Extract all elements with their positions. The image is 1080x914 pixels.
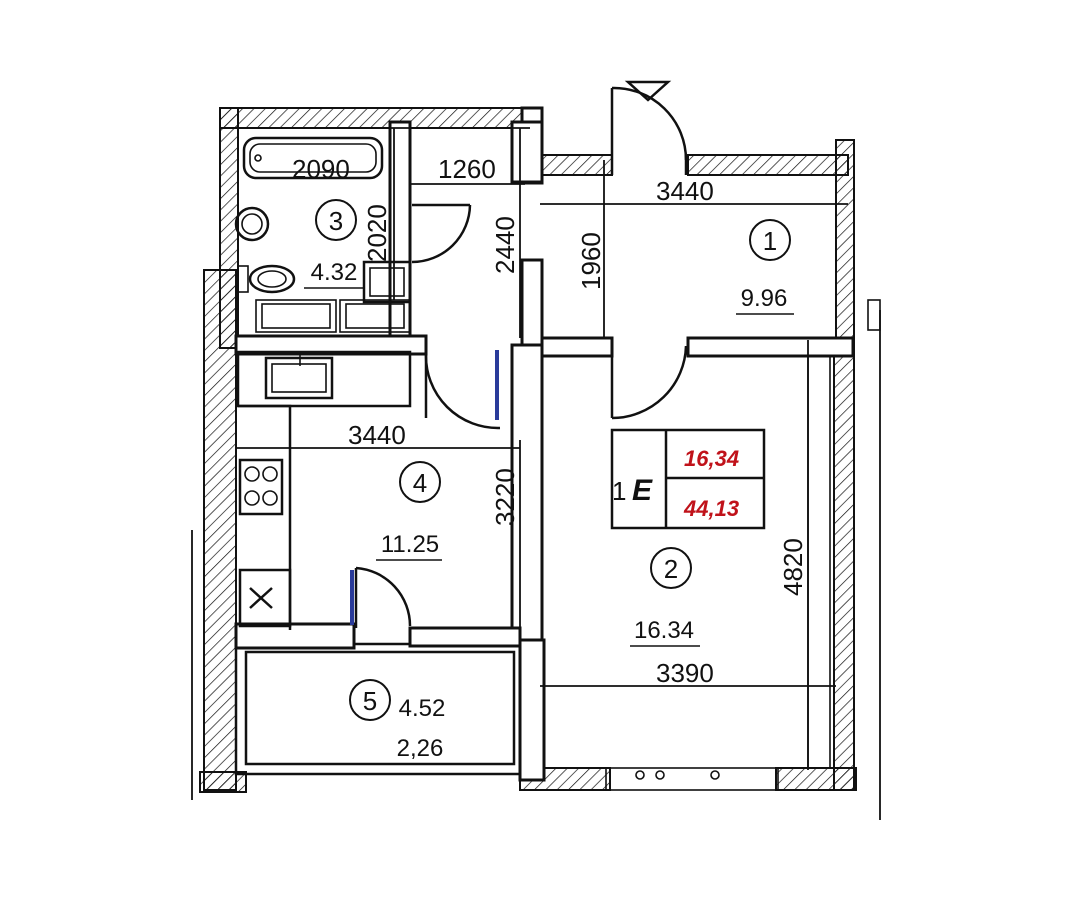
room-5-marker: [349, 679, 391, 721]
dim-room1-width: 3440: [656, 176, 714, 206]
doors: [354, 80, 688, 628]
legend-type-letter: E: [632, 474, 653, 507]
dim-room1-height: 1960: [576, 232, 606, 290]
dim-room2-width: 3390: [656, 658, 714, 688]
toilet-icon: [237, 264, 296, 294]
bathtub-icon: [242, 136, 384, 180]
room-1-marker: [749, 219, 791, 261]
apartment-legend: 1 E 16,34 44,13: [610, 428, 766, 530]
room-1-number: 1: [763, 226, 777, 256]
sink-icon: [234, 206, 270, 242]
room-2-marker: [650, 547, 692, 589]
dim-kitchen-width: 3440: [348, 420, 406, 450]
legend-total-area: 44,13: [683, 496, 739, 521]
washing-machine-icon: [362, 260, 412, 304]
room-5-area: 4.52: [399, 695, 446, 722]
dim-room2-height: 4820: [778, 538, 808, 596]
fridge-icon: [238, 568, 292, 628]
room-2-number: 2: [664, 554, 678, 584]
room-1-area: 9.96: [741, 285, 788, 312]
room-4-number: 4: [413, 468, 427, 498]
dim-corridor-width: 1260: [438, 154, 496, 184]
room-5-reduced-area: 2,26: [397, 735, 444, 762]
legend-living-area: 16,34: [684, 446, 739, 471]
room-3-area: 4.32: [311, 259, 358, 286]
fixtures: [234, 136, 412, 630]
room-3-number: 3: [329, 206, 343, 236]
room-3-marker: [315, 199, 357, 241]
kitchen-sink-icon: [264, 356, 334, 400]
dimension-lines: [191, 127, 881, 820]
windows: [350, 299, 881, 791]
dim-bath-height: 2020: [362, 204, 392, 262]
legend-type-number: 1: [612, 476, 626, 506]
room-5-number: 5: [363, 686, 377, 716]
room-4-marker: [399, 461, 441, 503]
stove-icon: [238, 458, 284, 516]
interior-walls: [234, 120, 855, 782]
dim-corridor-height: 2440: [490, 216, 520, 274]
entrance-marker-icon: [624, 80, 672, 102]
room-2-area: 16.34: [634, 617, 694, 644]
dim-kitchen-height: 3220: [490, 468, 520, 526]
dim-bath-width: 2090: [292, 154, 350, 184]
room-4-area: 11.25: [381, 531, 439, 558]
